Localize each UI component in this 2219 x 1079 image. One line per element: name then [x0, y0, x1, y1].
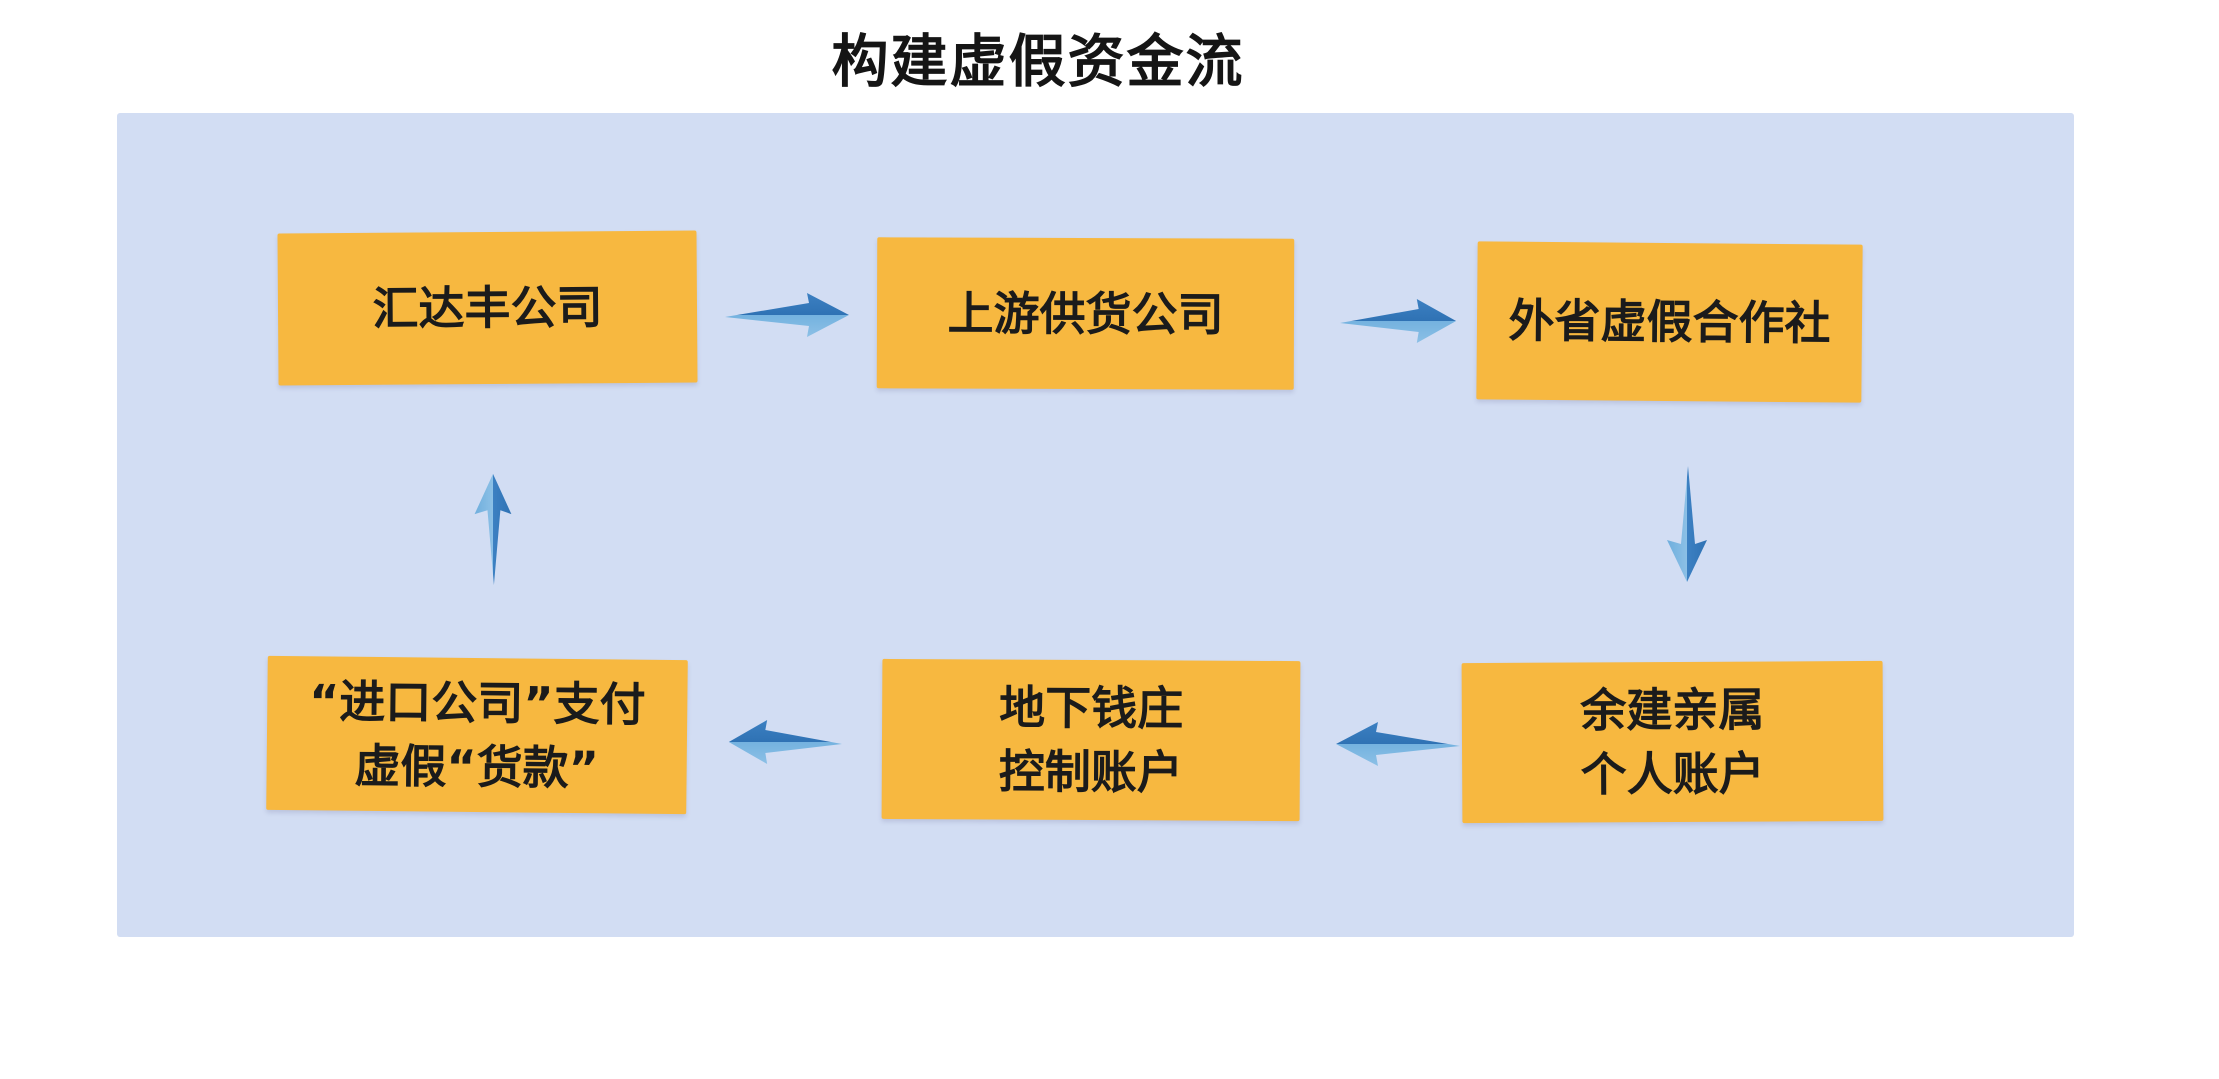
arrow-right-icon	[1340, 299, 1457, 343]
node-huidafeng-company: 汇达丰公司	[277, 230, 698, 386]
node-label: 控制账户	[998, 744, 1183, 800]
node-import-fake-payment: “进口公司”支付 虚假“货款”	[266, 655, 688, 815]
arrow-left-icon	[728, 720, 842, 764]
arrow-left-icon	[1336, 722, 1460, 766]
node-fake-coop: 外省虚假合作社	[1476, 241, 1863, 403]
node-label: “进口公司”支付	[308, 674, 646, 732]
arrow-right-icon	[725, 293, 849, 337]
arrow-up-icon	[474, 473, 512, 585]
node-label: 地下钱庄	[999, 680, 1184, 736]
node-label: 余建亲属	[1580, 682, 1765, 738]
node-label: 上游供货公司	[947, 286, 1224, 341]
node-upstream-supplier: 上游供货公司	[876, 237, 1295, 390]
arrow-down-icon	[1667, 466, 1707, 582]
page-title: 构建虚假资金流	[831, 29, 1245, 95]
node-label: 外省虚假合作社	[1508, 293, 1831, 351]
node-relatives-account: 余建亲属 个人账户	[1461, 660, 1884, 824]
node-underground-bank: 地下钱庄 控制账户	[881, 658, 1301, 822]
node-label: 个人账户	[1580, 746, 1765, 802]
node-label: 汇达丰公司	[372, 280, 603, 336]
node-label: 虚假“货款”	[354, 738, 600, 796]
